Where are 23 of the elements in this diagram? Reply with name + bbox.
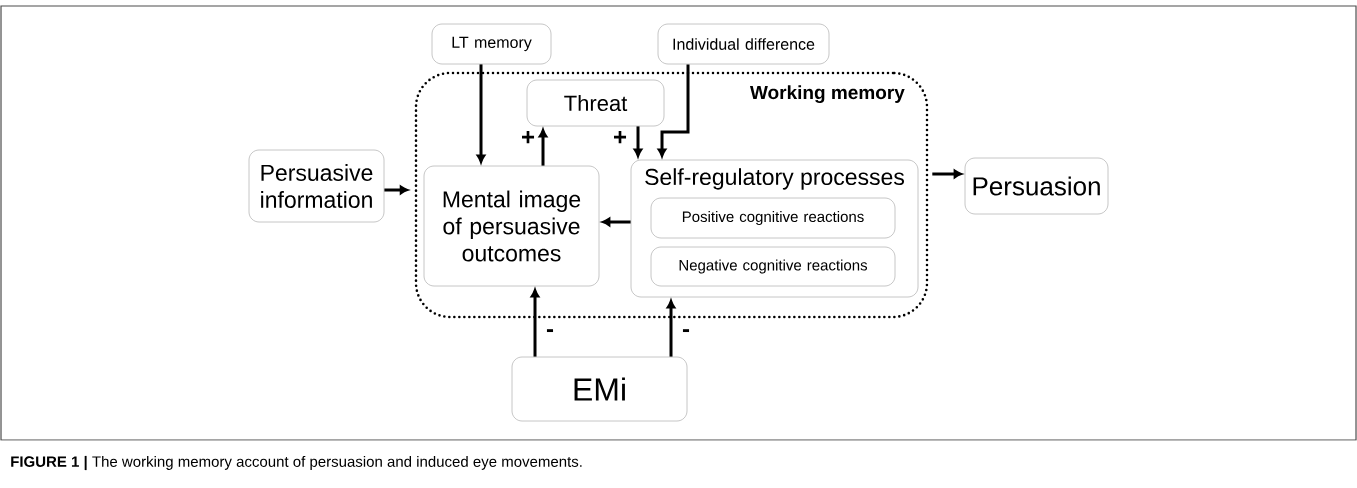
arrow <box>601 217 631 227</box>
arrow <box>666 299 676 357</box>
reaction-box: Positive cognitive reactions <box>650 197 896 239</box>
edge-label: - <box>681 328 691 338</box>
arrow <box>657 64 690 158</box>
caption: FIGURE 1 | The working memory account of persuasion and induced eye movements. <box>11 455 582 471</box>
arrow <box>538 128 548 166</box>
input-box: Individual difference <box>657 23 830 65</box>
arrow <box>476 64 486 164</box>
source-box: EMi <box>511 356 688 422</box>
edge-label: + <box>520 129 536 147</box>
output-box: Persuasion <box>964 157 1109 215</box>
arrow <box>633 126 643 158</box>
process-box: Mental image of persuasive outcomes <box>423 165 600 287</box>
arrow <box>384 185 409 195</box>
input-box: LT memory <box>431 23 552 65</box>
input-box: Persuasive information <box>248 149 385 223</box>
process-box: Threat <box>526 79 665 127</box>
reaction-box: Negative cognitive reactions <box>650 246 896 287</box>
edge-label: - <box>545 328 555 338</box>
arrow <box>932 169 963 179</box>
arrow <box>530 288 540 357</box>
edge-label: + <box>612 129 628 147</box>
